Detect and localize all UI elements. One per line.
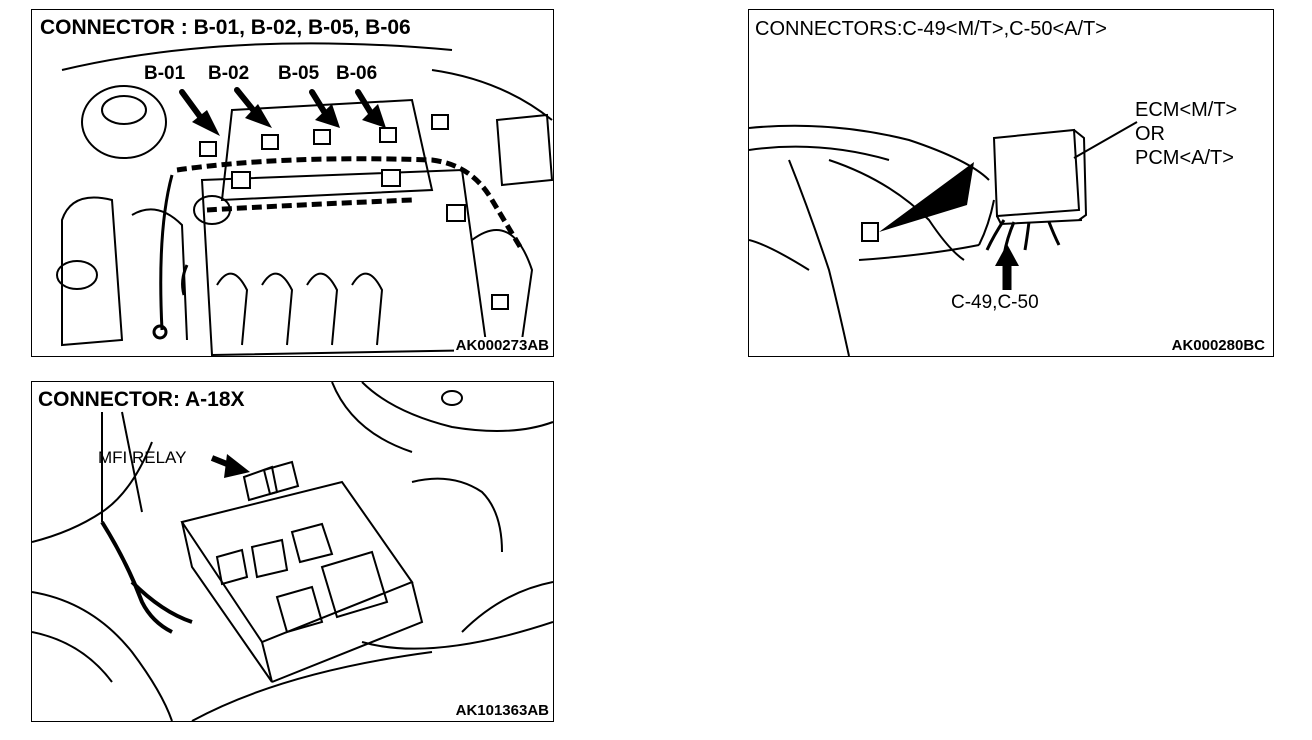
label-b02: B-02: [208, 63, 250, 84]
mfi-relay-label: MFI RELAY: [98, 448, 187, 467]
connector-c49-c50-label: C-49,C-50: [951, 292, 1039, 313]
panel-connector-a: CONNECTOR: A-18X MFI RELAY AK101363AB: [31, 381, 554, 722]
ecm-line-1: ECM<M/T>: [1135, 99, 1238, 121]
engine-bay-illustration: [56, 42, 553, 356]
dash-connector: [861, 222, 879, 242]
panel-a-code: AK101363AB: [453, 702, 551, 719]
ecm-line-2: OR: [1135, 123, 1165, 145]
panel-connector-c: CONNECTORS:C-49<M/T>,C-50<A/T> ECM<M/T> …: [748, 9, 1274, 357]
label-b05: B-05: [278, 63, 320, 84]
relay-box-illustration: [32, 382, 553, 721]
ecm-line-3: PCM<A/T>: [1135, 147, 1234, 169]
dashboard-ecm-illustration: [749, 121, 1138, 356]
panel-b-title: CONNECTOR : B-01, B-02, B-05, B-06: [40, 16, 411, 39]
label-b06: B-06: [336, 63, 378, 84]
panel-c-title: CONNECTORS:C-49<M/T>,C-50<A/T>: [755, 18, 1107, 40]
panel-connector-b: CONNECTOR : B-01, B-02, B-05, B-06 B-01 …: [31, 9, 554, 357]
panel-c-code: AK000280BC: [1169, 337, 1267, 354]
panel-a-title: CONNECTOR: A-18X: [38, 388, 245, 411]
ecm-label: ECM<M/T> OR PCM<A/T>: [1135, 98, 1237, 170]
panel-b-code: AK000273AB: [453, 337, 551, 354]
label-b01: B-01: [144, 63, 186, 84]
